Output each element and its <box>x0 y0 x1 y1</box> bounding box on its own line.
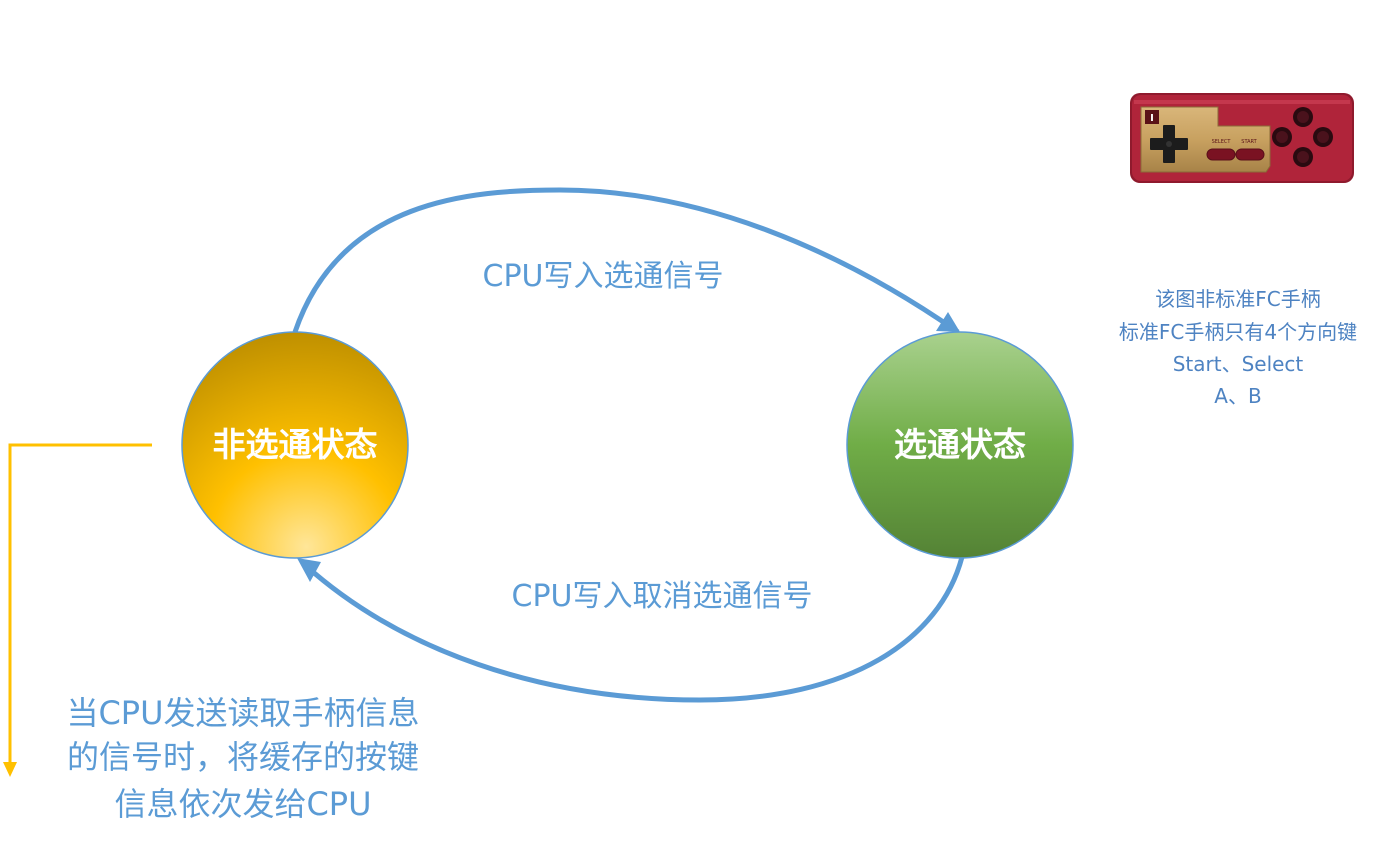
state-strobe-label: 选通状态 <box>894 425 1026 464</box>
start-button-icon <box>1235 148 1265 161</box>
start-label: START <box>1241 139 1257 145</box>
controller-note-line: 标准FC手柄只有4个方向键 <box>1119 320 1357 344</box>
controller-note-line: 该图非标准FC手柄 <box>1155 287 1320 311</box>
arrowhead-write-cancel <box>297 558 321 582</box>
output-note-line: 的信号时，将缓存的按键 <box>67 738 419 776</box>
output-arrowhead <box>3 762 17 777</box>
select-label: SELECT <box>1212 139 1232 145</box>
select-button-icon <box>1206 148 1236 161</box>
state-strobe: 选通状态 <box>846 331 1074 559</box>
output-arrow <box>8 443 152 765</box>
arrow-write-cancel <box>303 556 965 703</box>
label-write-cancel: CPU写入取消选通信号 <box>512 579 813 614</box>
output-note-line: 当CPU发送读取手柄信息 <box>66 694 419 732</box>
arrow-write-strobe <box>292 187 960 335</box>
label-write-strobe: CPU写入选通信号 <box>483 259 724 294</box>
controller-note-line: A、B <box>1214 384 1261 408</box>
state-non-strobe: 非选通状态 <box>181 331 409 559</box>
controller-image: I SELECT START <box>1130 93 1354 183</box>
controller-badge-text: I <box>1150 113 1154 124</box>
arrowhead-write-strobe <box>936 312 960 332</box>
controller-badge <box>1145 110 1159 124</box>
dpad-icon <box>1150 125 1188 163</box>
output-note: 当CPU发送读取手柄信息 的信号时，将缓存的按键 信息依次发给CPU <box>66 694 419 823</box>
face-buttons-icon <box>1272 107 1333 167</box>
controller-note-line: Start、Select <box>1173 352 1304 376</box>
output-note-line: 信息依次发给CPU <box>114 785 371 823</box>
controller-note: 该图非标准FC手柄 标准FC手柄只有4个方向键 Start、Select A、B <box>1119 287 1357 408</box>
state-non-strobe-label: 非选通状态 <box>213 425 378 464</box>
